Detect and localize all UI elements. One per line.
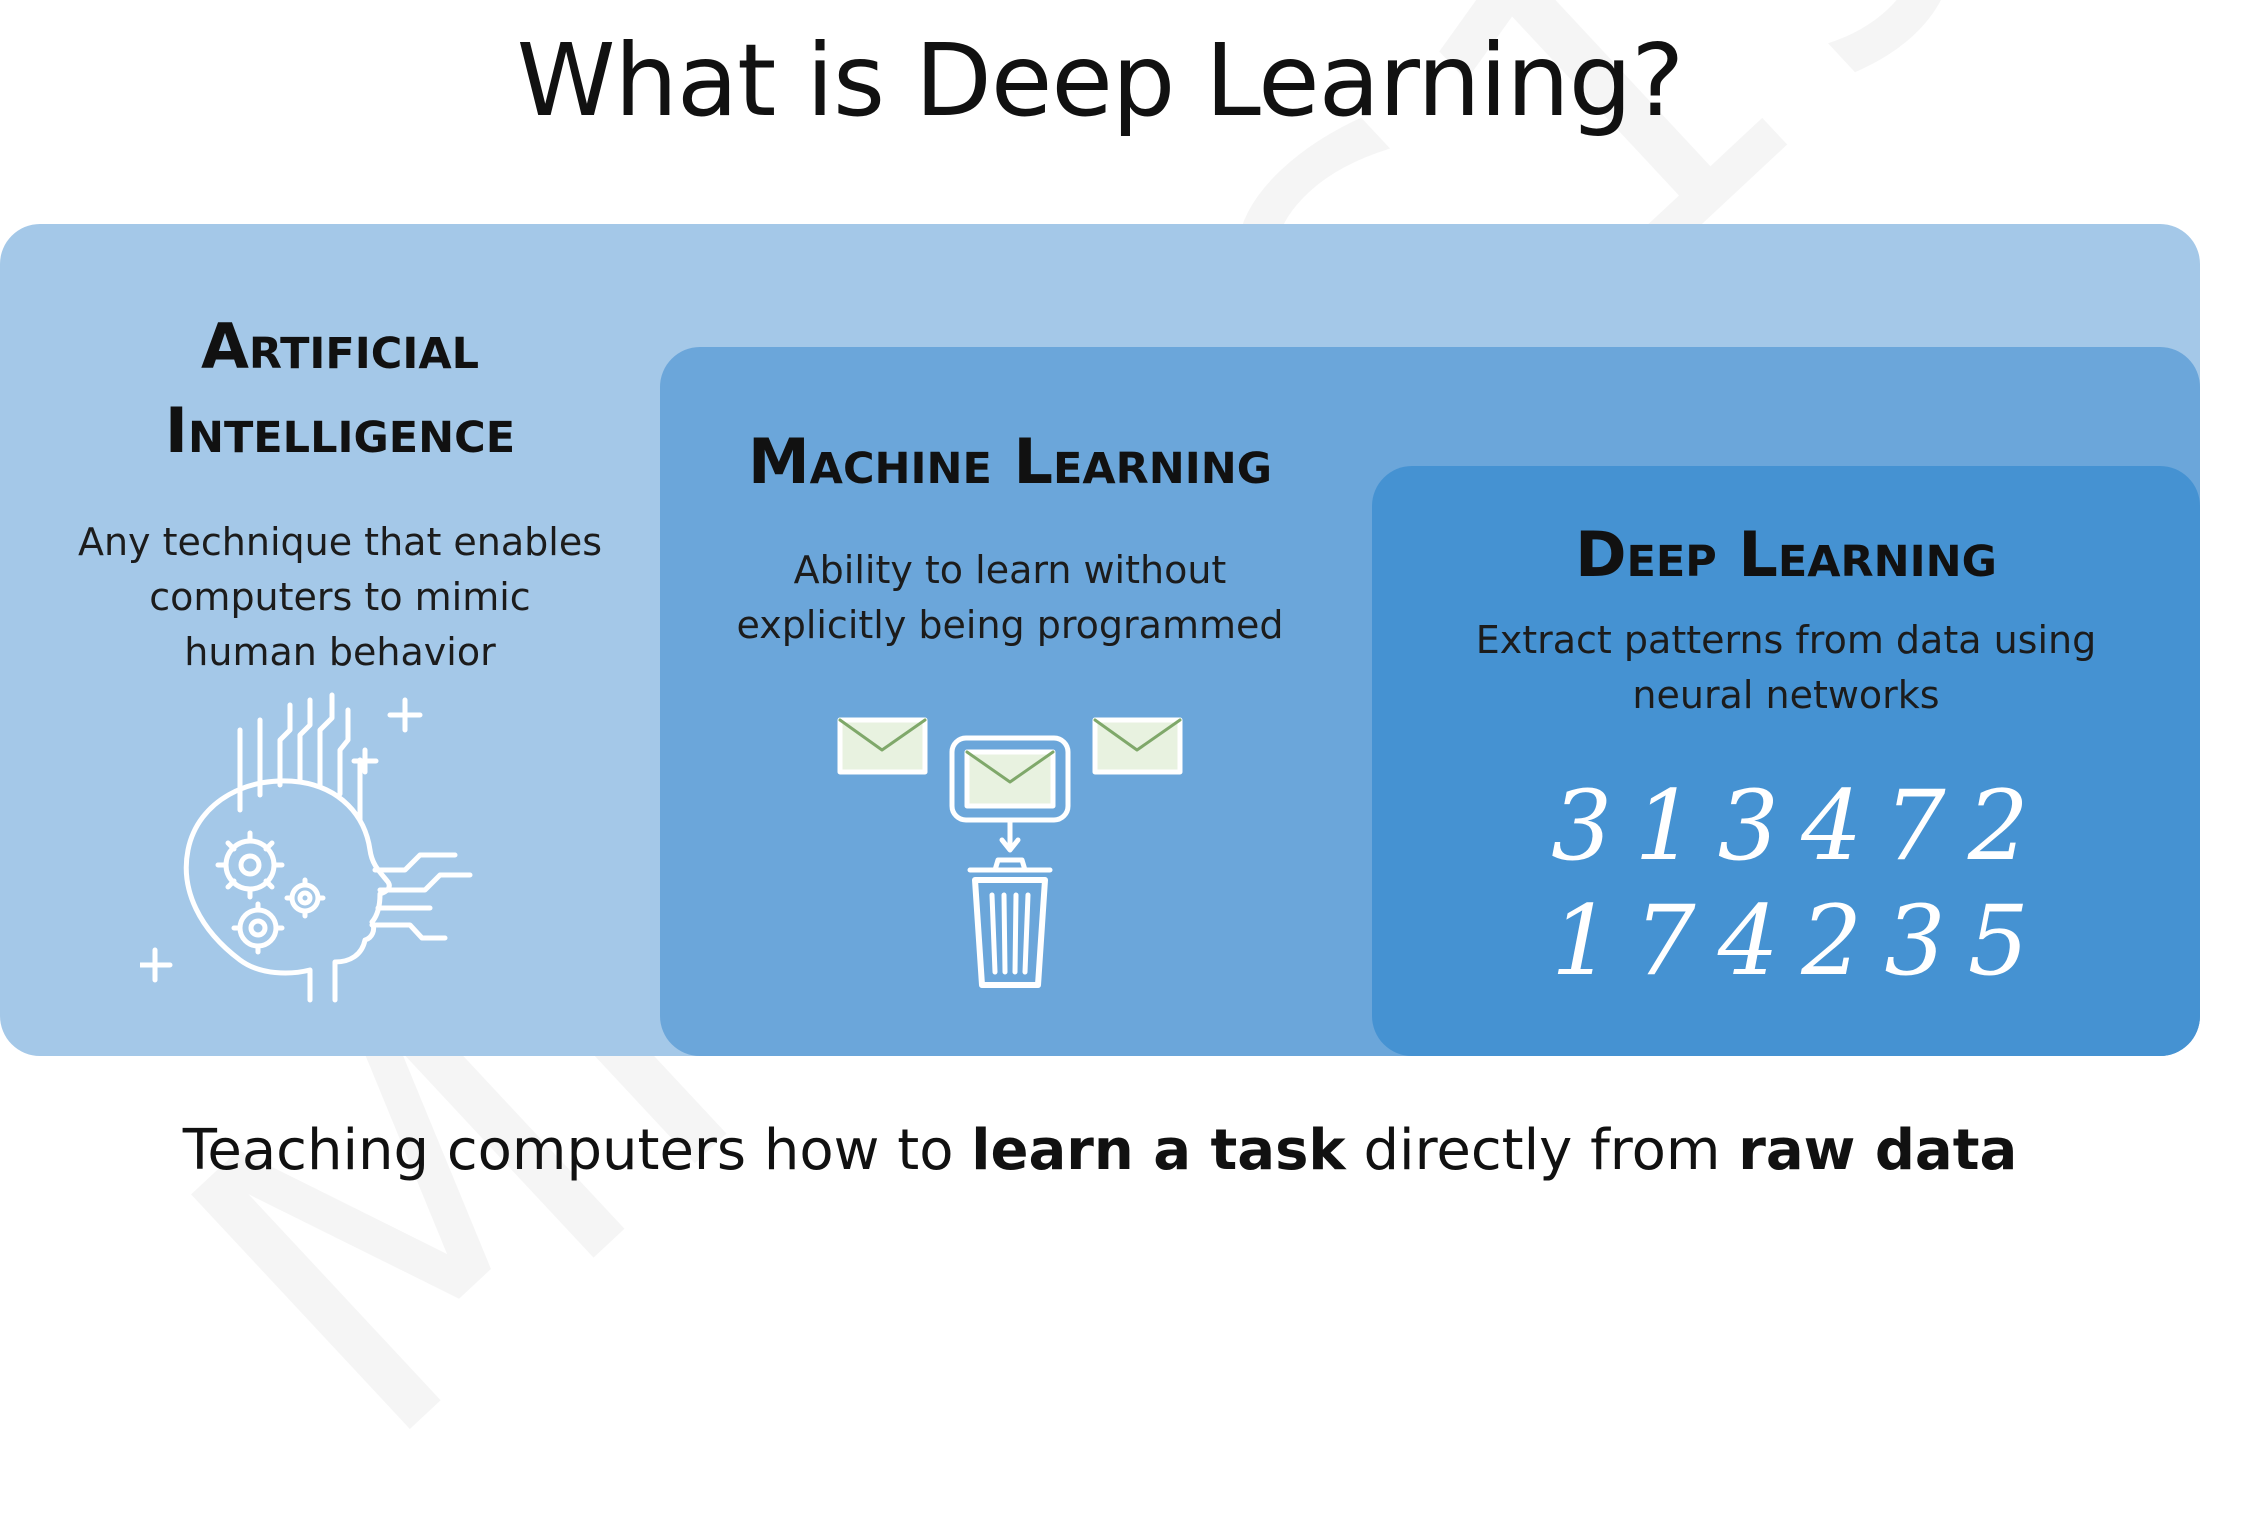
handwritten-digits: 3 1 3 4 7 2 1 7 4 2 3 5 [1540,768,2040,998]
ai-desc-line3: human behavior [20,625,660,680]
digit: 4 [1718,893,1779,989]
ml-desc-line1: Ability to learn without [660,543,1360,598]
digit: 7 [1884,778,1945,874]
dl-description: Extract patterns from data using neural … [1372,613,2200,723]
tagline-bold2: raw data [1738,1118,2017,1183]
ai-desc-line2: computers to mimic [20,570,660,625]
tagline: Teaching computers how to learn a task d… [0,1118,2200,1183]
dl-heading: Deep Learning [1372,513,2200,597]
dl-desc-line1: Extract patterns from data using [1372,613,2200,668]
digit: 2 [1968,778,2029,874]
ai-heading: Artificial Intelligence [20,305,660,472]
digit: 2 [1801,893,1862,989]
page-title: What is Deep Learning? [0,22,2200,139]
digit: 3 [1718,778,1779,874]
tagline-part2: directly from [1346,1118,1739,1183]
ai-heading-line2: Intelligence [20,389,660,473]
ai-description: Any technique that enables computers to … [20,515,660,680]
digit: 5 [1968,893,2029,989]
brain-gears-circuit-icon [140,690,480,1020]
digit: 1 [1551,893,1612,989]
tagline-bold1: learn a task [971,1118,1345,1183]
ml-heading: Machine Learning [660,420,1360,504]
email-to-trash-icon [830,710,1190,1000]
digit: 3 [1884,893,1945,989]
ml-desc-line2: explicitly being programmed [660,598,1360,653]
digit: 7 [1634,893,1695,989]
ai-desc-line1: Any technique that enables [20,515,660,570]
digit: 3 [1551,778,1612,874]
ai-heading-line1: Artificial [20,305,660,389]
digit: 1 [1634,778,1695,874]
dl-desc-line2: neural networks [1372,668,2200,723]
digit: 4 [1801,778,1862,874]
tagline-part1: Teaching computers how to [183,1118,972,1183]
ml-description: Ability to learn without explicitly bein… [660,543,1360,653]
